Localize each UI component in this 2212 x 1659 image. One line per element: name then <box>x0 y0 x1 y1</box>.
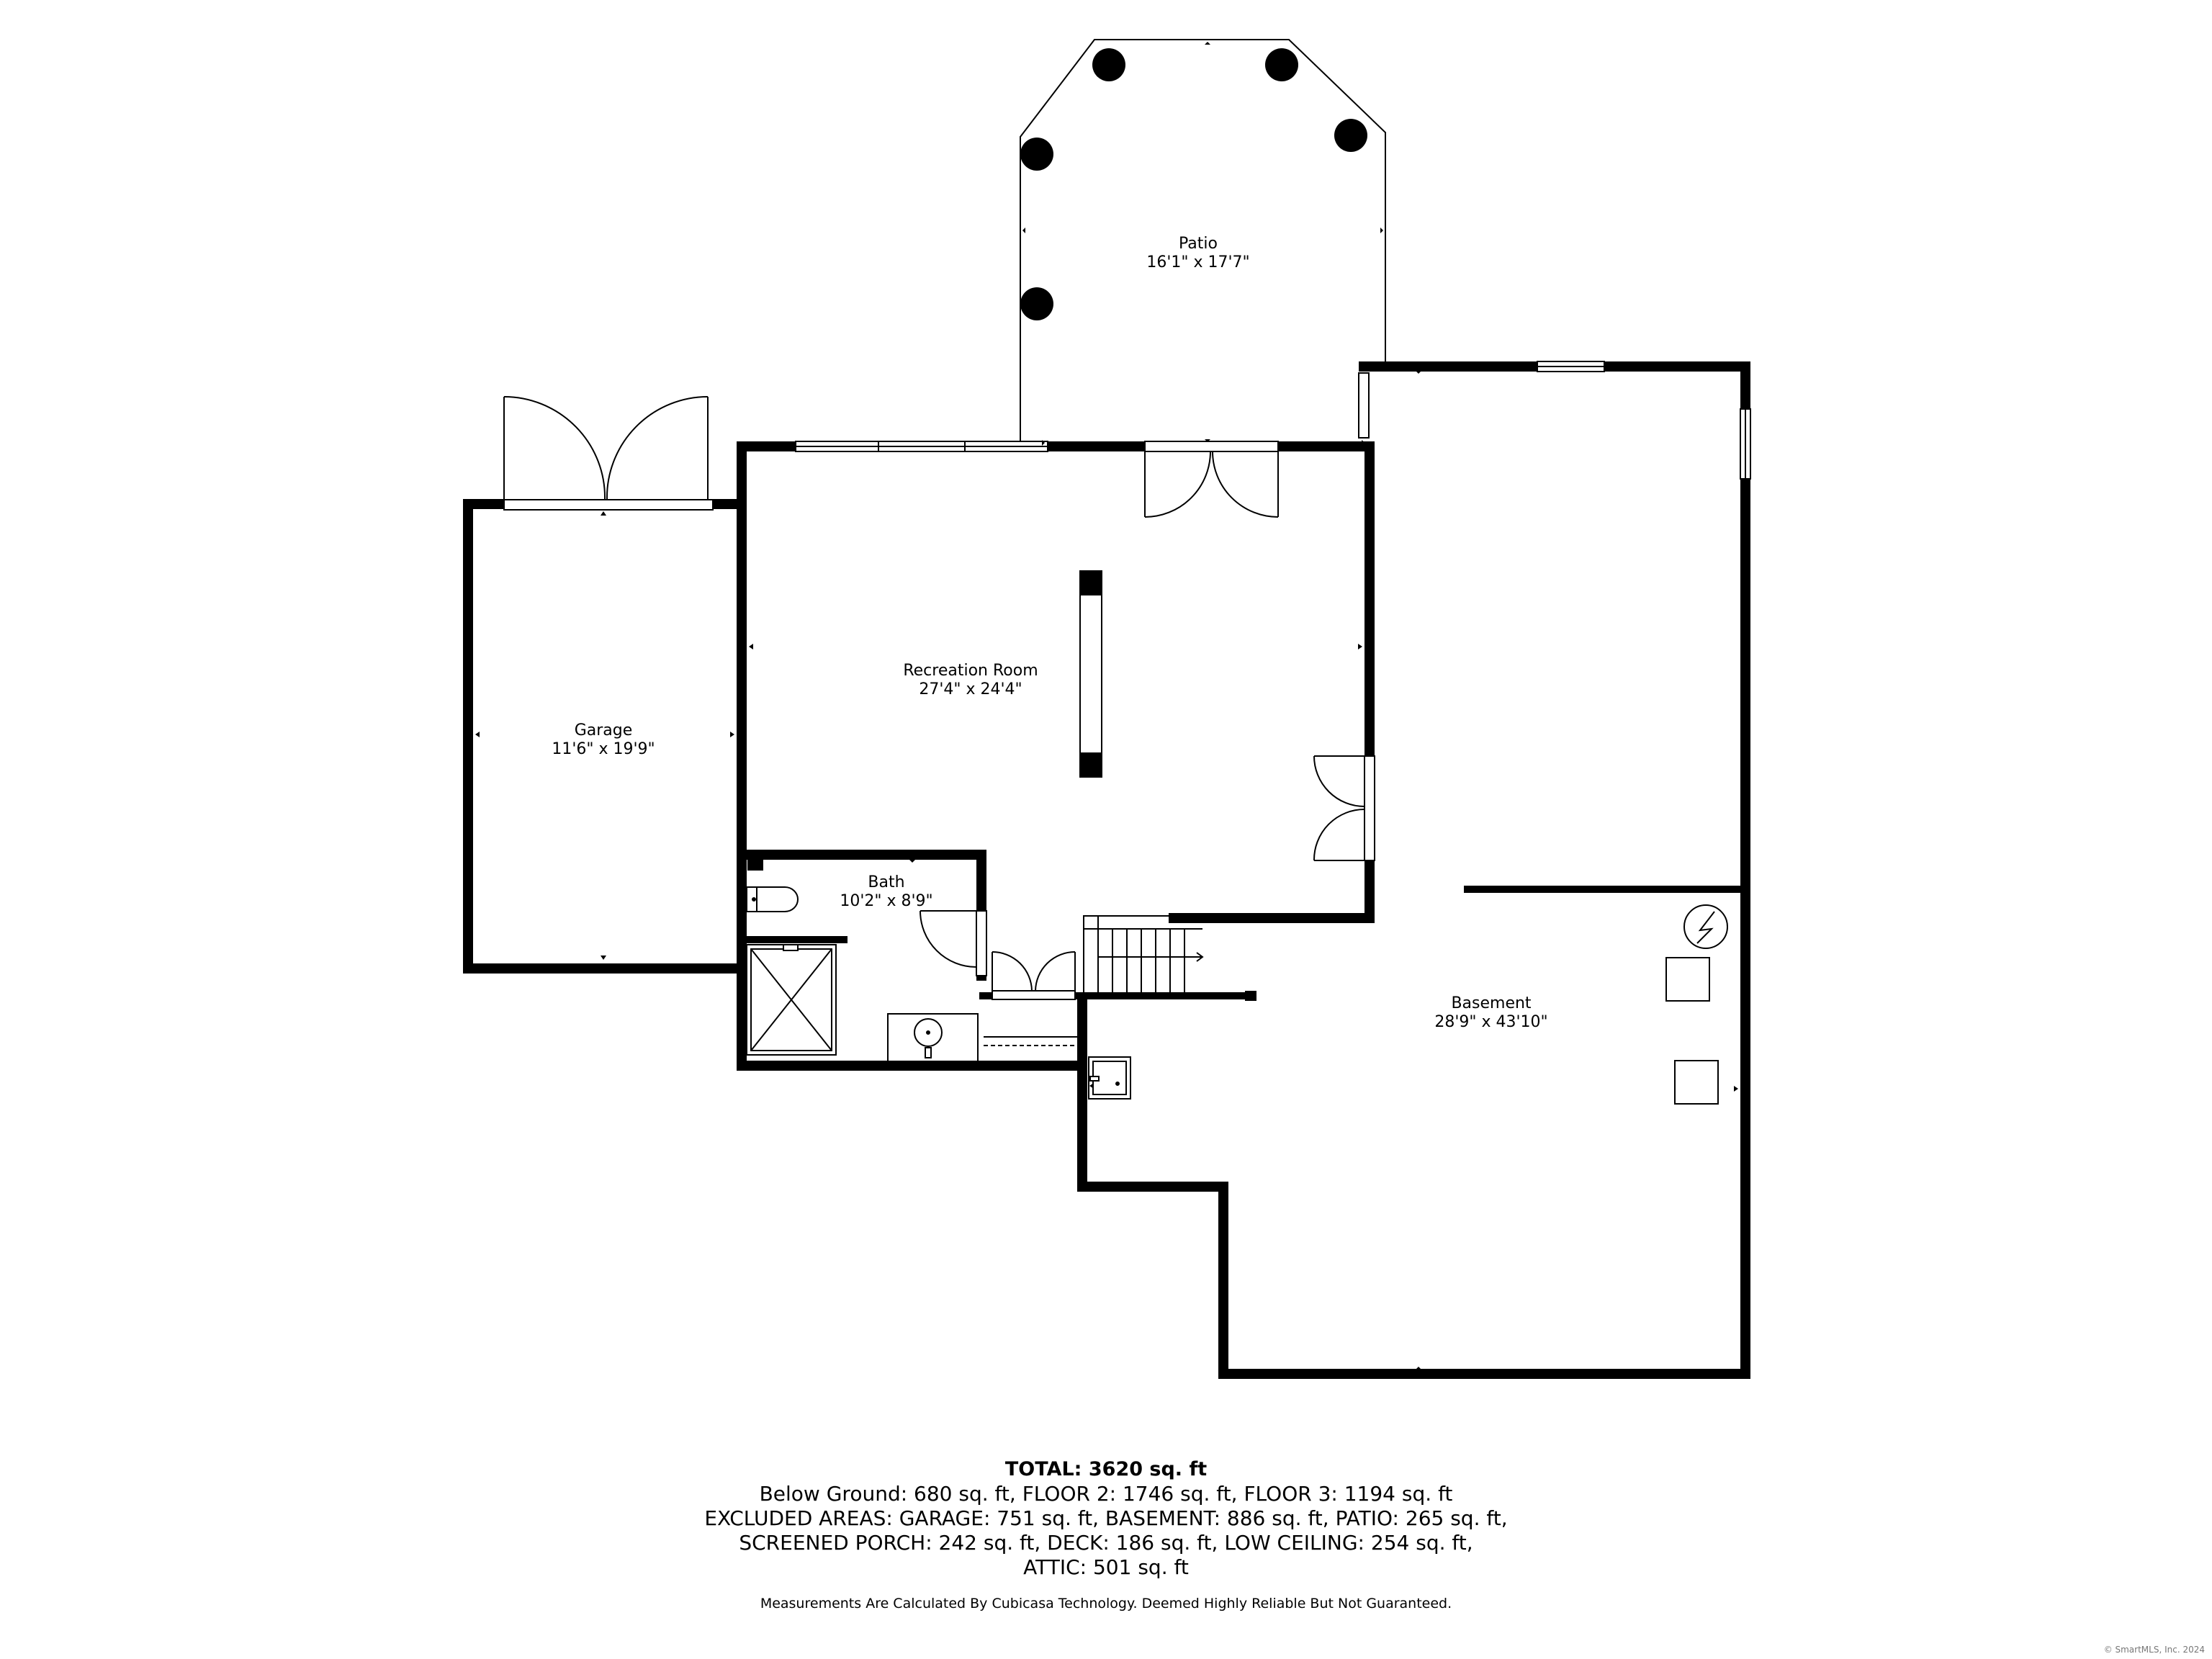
recreation-room-dims: 27'4" x 24'4" <box>919 680 1022 698</box>
patio-name: Patio <box>1179 235 1218 253</box>
dimension-marker <box>1380 228 1383 233</box>
recreation-double-door <box>1144 441 1279 518</box>
patio-post <box>1092 48 1125 81</box>
appliance-box <box>1665 957 1710 1002</box>
appliance-box <box>1674 1060 1719 1105</box>
patio-dims: 16'1" x 17'7" <box>1146 253 1249 271</box>
garage-dims: 11'6" x 19'9" <box>552 740 655 758</box>
bath-door <box>920 910 987 976</box>
basement-double-door <box>1313 755 1375 861</box>
staircase <box>1083 915 1204 996</box>
water-heater-icon <box>1683 904 1728 949</box>
bath-name: Bath <box>868 873 904 891</box>
doors <box>503 396 1375 1000</box>
patio-post <box>1265 48 1298 81</box>
area-breakdown-line: ATTIC: 501 sq. ft <box>1023 1555 1189 1579</box>
garage-double-door <box>503 396 714 511</box>
area-breakdown-line: Below Ground: 680 sq. ft, FLOOR 2: 1746 … <box>759 1482 1453 1506</box>
recreation-room-name: Recreation Room <box>903 662 1038 680</box>
bath-dims: 10'2" x 8'9" <box>840 892 932 910</box>
room-labels: Patio 16'1" x 17'7" Recreation Room 27'4… <box>552 235 1547 1031</box>
windows <box>795 361 1751 480</box>
window <box>1358 372 1370 439</box>
basement-fixtures <box>1088 904 1728 1105</box>
area-breakdown-line: SCREENED PORCH: 242 sq. ft, DECK: 186 sq… <box>739 1531 1473 1555</box>
total-area: TOTAL: 3620 sq. ft <box>1004 1458 1208 1480</box>
walls <box>463 361 1750 1379</box>
support-column <box>1079 570 1102 778</box>
bath-fixtures <box>746 886 979 1062</box>
closet-double-door <box>992 951 1076 1000</box>
patio-post <box>1334 119 1367 152</box>
patio-post <box>1020 287 1053 320</box>
disclaimer: Measurements Are Calculated By Cubicasa … <box>760 1596 1452 1611</box>
patio-area <box>1020 39 1386 444</box>
utility-sink-icon <box>1088 1056 1131 1100</box>
sink-icon <box>887 1013 979 1062</box>
shower-icon <box>746 944 837 1056</box>
copyright-notice: © SmartMLS, Inc. 2024 <box>2103 1645 2205 1655</box>
closet-shelf <box>984 1036 1080 1046</box>
basement-dims: 28'9" x 43'10" <box>1434 1013 1547 1031</box>
dimension-marker <box>1022 228 1025 233</box>
area-breakdown-line: EXCLUDED AREAS: GARAGE: 751 sq. ft, BASE… <box>704 1506 1508 1530</box>
patio-post <box>1020 138 1053 171</box>
toilet-icon <box>746 886 799 912</box>
wall-corner-block <box>747 855 763 871</box>
dimension-markers <box>475 371 1738 1370</box>
basement-name: Basement <box>1451 994 1531 1012</box>
garage-name: Garage <box>575 721 633 739</box>
dimension-marker <box>1205 42 1210 45</box>
area-summary: TOTAL: 3620 sq. ft Below Ground: 680 sq.… <box>0 1457 2212 1611</box>
